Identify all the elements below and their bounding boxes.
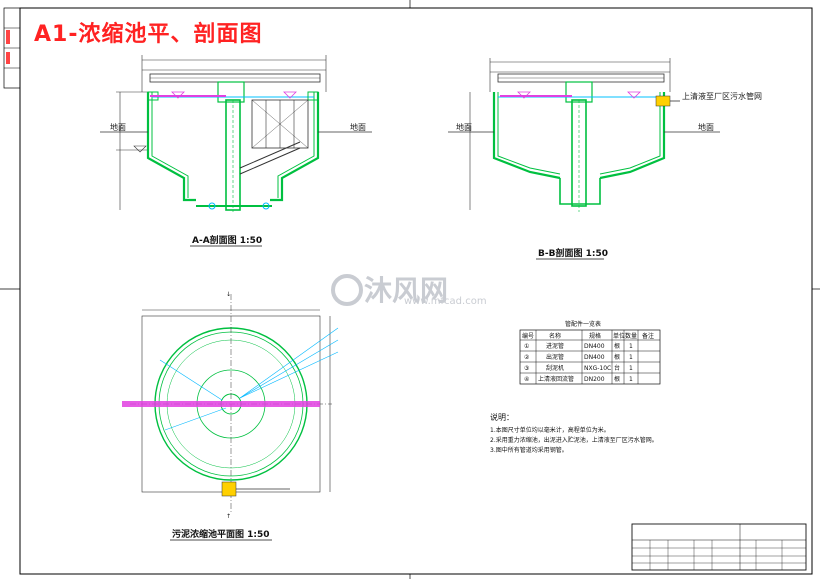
notes-title: 说明： (490, 412, 514, 422)
schedule-title: 管配件一览表 (565, 320, 601, 328)
schedule-row-unit: 根 (614, 353, 620, 361)
section-b-caption: B-B剖面图 1:50 (538, 247, 608, 259)
schedule-row-no: ③ (524, 365, 529, 372)
schedule-row-no: ④ (524, 376, 529, 383)
schedule-row-qty: 1 (629, 354, 633, 361)
section-b-b: 上清液至厂区污水管网 地面 地面 B-B剖面图 1:50 (448, 58, 762, 260)
schedule-header-spec: 规格 (589, 332, 601, 340)
title-block (631, 523, 807, 571)
watermark: 沐风网 www.mfcad.com (331, 274, 487, 307)
schedule-row-spec: DN400 (584, 343, 605, 350)
schedule-row-qty: 1 (629, 365, 633, 372)
watermark-url: www.mfcad.com (404, 296, 487, 307)
schedule-row-no: ② (524, 354, 530, 361)
note-item: 2.采用重力浓缩池，出泥进入贮泥池，上清液至厂区污水管网。 (490, 436, 658, 444)
plan-section-mark-bottom: ↑ (226, 513, 231, 520)
section-a-a: 地面 地面 A-A剖面图 1:50 (100, 55, 372, 247)
schedule-row-unit: 台 (614, 364, 620, 372)
plan-section-mark-top: ↓ (226, 291, 231, 298)
schedule-row-qty: 1 (629, 343, 633, 350)
schedule-header-name: 名称 (549, 332, 561, 340)
notes: 说明： 1.本图尺寸单位均以毫米计，高程单位为米。 2.采用重力浓缩池，出泥进入… (490, 412, 658, 454)
schedule-row-no: ① (524, 343, 529, 350)
schedule-row-spec: DN400 (584, 354, 605, 361)
schedule-row-name: 出泥管 (546, 353, 564, 361)
schedule-row-spec: NXG-10C (584, 365, 611, 372)
schedule-header-unit: 单位 (613, 332, 625, 340)
plan-view: ↓ ↑ 污泥浓缩池平面图 1:50 (122, 291, 339, 541)
schedule-row-spec: DN200 (584, 376, 605, 383)
schedule-row-unit: 根 (614, 342, 620, 350)
section-b-ground-right: 地面 (698, 122, 714, 132)
schedule-row-name: 上清液回流管 (538, 375, 574, 383)
schedule-table: 管配件一览表 编号 名称 规格 单位 数量 备注 ① 进泥管 DN400 根 1 (519, 320, 661, 385)
watermark-brand: 沐风网 (364, 274, 448, 307)
schedule-row-name: 刮泥机 (546, 364, 564, 372)
plan-caption: 污泥浓缩池平面图 1:50 (172, 528, 270, 540)
section-a-ground-left: 地面 (110, 122, 126, 132)
schedule-row-unit: 根 (614, 375, 620, 383)
section-a-ground-right: 地面 (350, 122, 366, 132)
section-b-ground-left: 地面 (456, 122, 472, 132)
schedule-header-remark: 备注 (642, 332, 654, 340)
schedule-row-name: 进泥管 (546, 342, 564, 350)
note-item: 1.本图尺寸单位均以毫米计，高程单位为米。 (490, 426, 610, 434)
schedule-row-qty: 1 (629, 376, 633, 383)
schedule-header-qty: 数量 (625, 332, 637, 340)
section-a-caption: A-A剖面图 1:50 (192, 234, 262, 246)
drawing-title: A1-浓缩池平、剖面图 (34, 22, 263, 47)
note-item: 3.图中所有管道均采用钢管。 (490, 446, 568, 454)
schedule-header-no: 编号 (522, 332, 534, 340)
pipe-note: 上清液至厂区污水管网 (682, 91, 762, 101)
